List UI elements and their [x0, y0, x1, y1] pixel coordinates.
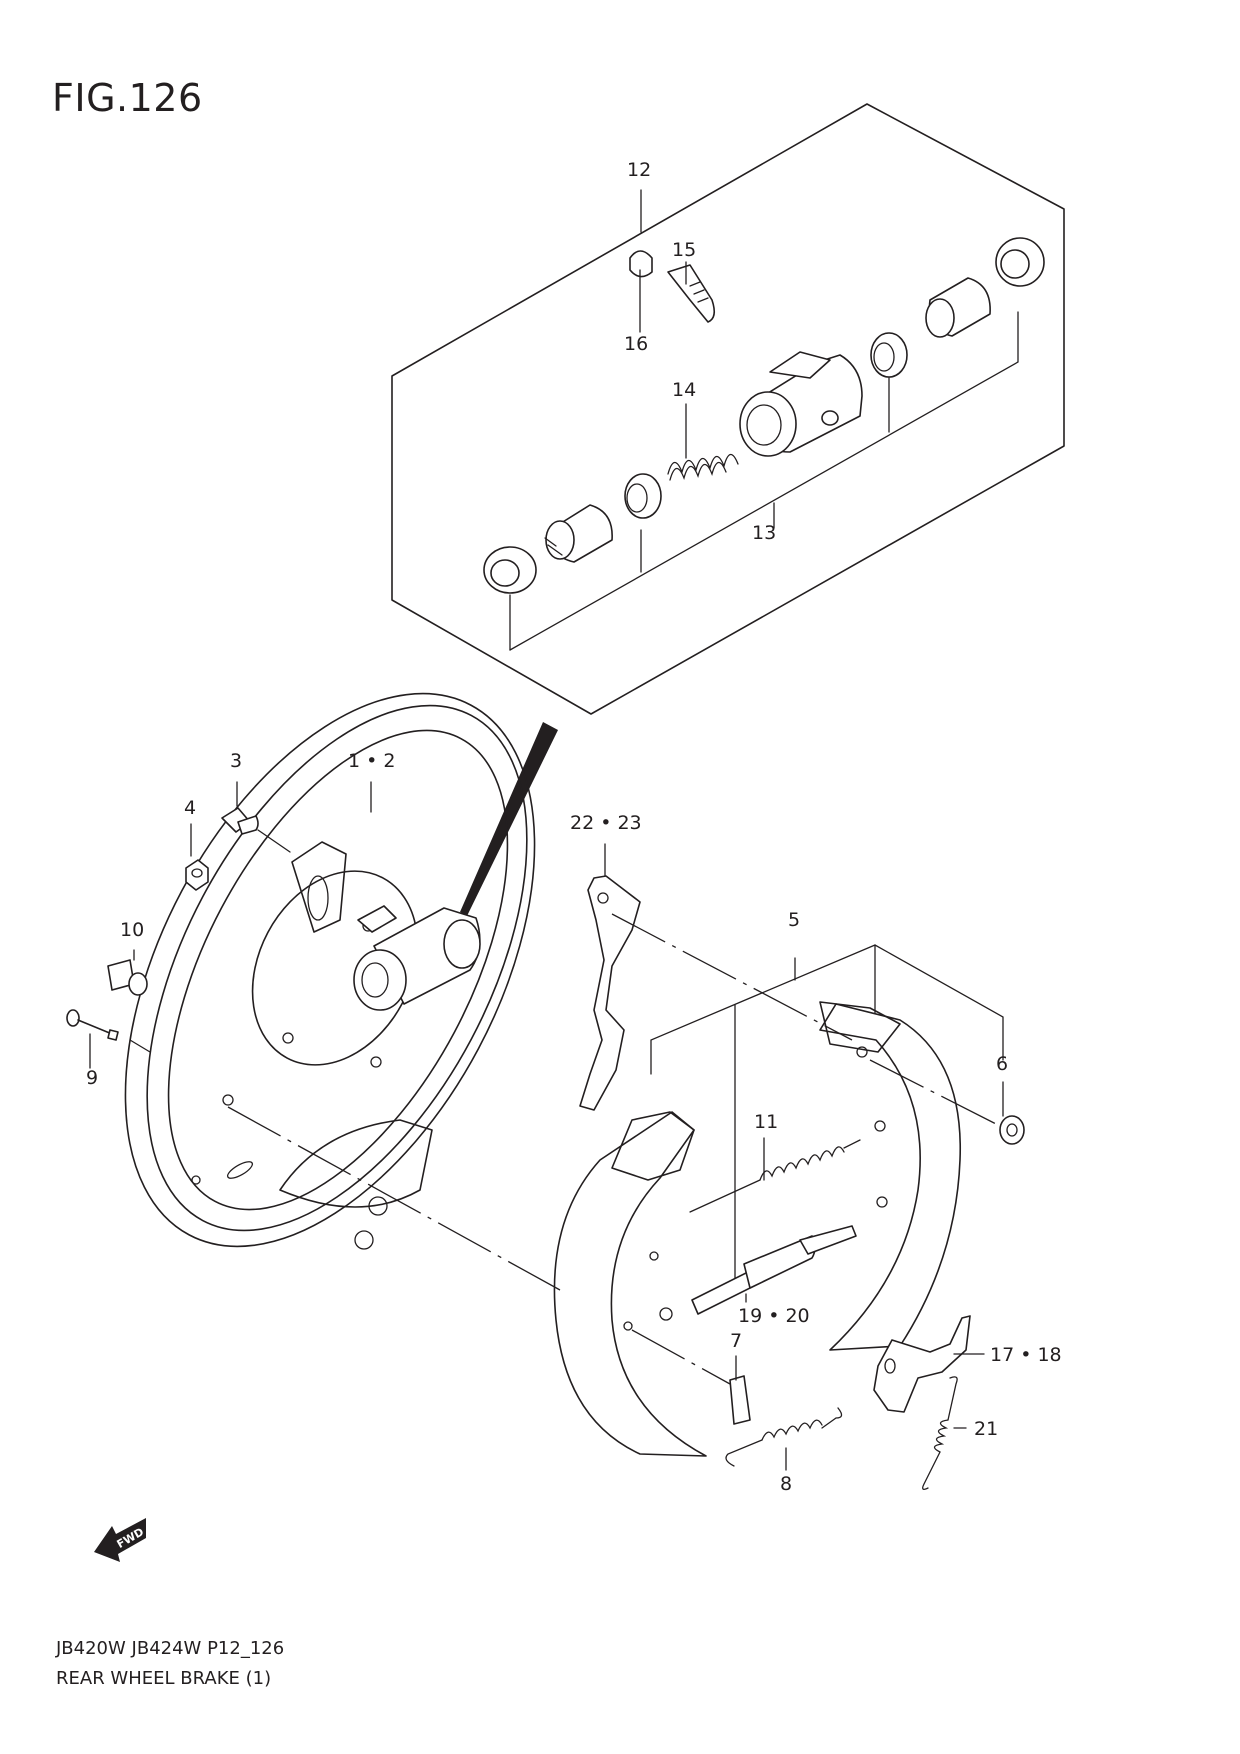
dust-boot-right — [995, 237, 1045, 287]
callout-21: 21 — [974, 1418, 998, 1440]
callout-13: 13 — [752, 522, 776, 544]
cylinder-body — [739, 351, 863, 457]
dust-boot-left — [483, 546, 537, 594]
brake-shoe-rear — [819, 1001, 962, 1351]
callout-6: 6 — [996, 1053, 1008, 1075]
piston-left — [544, 504, 613, 563]
callout-11: 11 — [754, 1111, 778, 1133]
callout-9: 9 — [86, 1067, 98, 1089]
brake-shoe-front — [553, 1111, 707, 1457]
model-code: JB420W JB424W P12_126 — [56, 1638, 285, 1659]
spring-21 — [922, 1376, 958, 1490]
callout-12: 12 — [627, 159, 651, 181]
kit-13-bracket — [509, 311, 1019, 651]
retainer-6 — [999, 1115, 1025, 1145]
callout-7: 7 — [730, 1330, 742, 1352]
kit-leaders — [639, 189, 687, 459]
callout-3: 3 — [230, 750, 242, 772]
right-leaders — [604, 843, 1004, 1471]
pin-9 — [66, 1009, 119, 1041]
spring-11 — [689, 1139, 861, 1213]
cup-left — [624, 473, 662, 519]
callout-10: 10 — [120, 919, 144, 941]
detail-pointer-wedge — [460, 722, 558, 916]
callout-22-23: 22 • 23 — [570, 812, 642, 834]
callout-1-2: 1 • 2 — [348, 750, 395, 772]
spring-14 — [667, 453, 739, 481]
bleeder-screw-15 — [667, 264, 716, 323]
adjuster-strut — [691, 1225, 857, 1315]
bracket-17-18 — [873, 1315, 971, 1413]
fwd-direction-arrow: FWD — [94, 1518, 146, 1562]
callout-16: 16 — [624, 333, 648, 355]
bleeder-cap-16 — [629, 250, 653, 278]
nut-4 — [185, 859, 209, 891]
callout-15: 15 — [672, 239, 696, 261]
mounted-wheel-cylinder — [353, 905, 481, 1011]
callout-14: 14 — [672, 379, 696, 401]
callout-5: 5 — [788, 909, 800, 931]
piston-right — [925, 277, 991, 338]
wheel-cylinder-kit-frame — [391, 103, 1065, 715]
backing-plate — [124, 692, 536, 1250]
callout-17-18: 17 • 18 — [990, 1344, 1062, 1366]
figure-title: FIG.126 — [52, 76, 203, 120]
callout-labels: 12 15 16 14 13 1 • 2 3 4 10 9 22 • 23 5 … — [86, 159, 1062, 1495]
callout-8: 8 — [780, 1473, 792, 1495]
assembly-lines — [227, 913, 1001, 1385]
part-name: REAR WHEEL BRAKE (1) — [56, 1668, 272, 1689]
bolt-3 — [221, 807, 259, 835]
parking-lever — [579, 875, 641, 1111]
cup-right — [870, 332, 908, 378]
hold-down-clip — [729, 1375, 751, 1425]
callout-4: 4 — [184, 797, 196, 819]
spring-8 — [725, 1407, 843, 1467]
left-leaders — [89, 781, 372, 1069]
callout-19-20: 19 • 20 — [738, 1305, 810, 1327]
bolt-10 — [107, 959, 148, 996]
